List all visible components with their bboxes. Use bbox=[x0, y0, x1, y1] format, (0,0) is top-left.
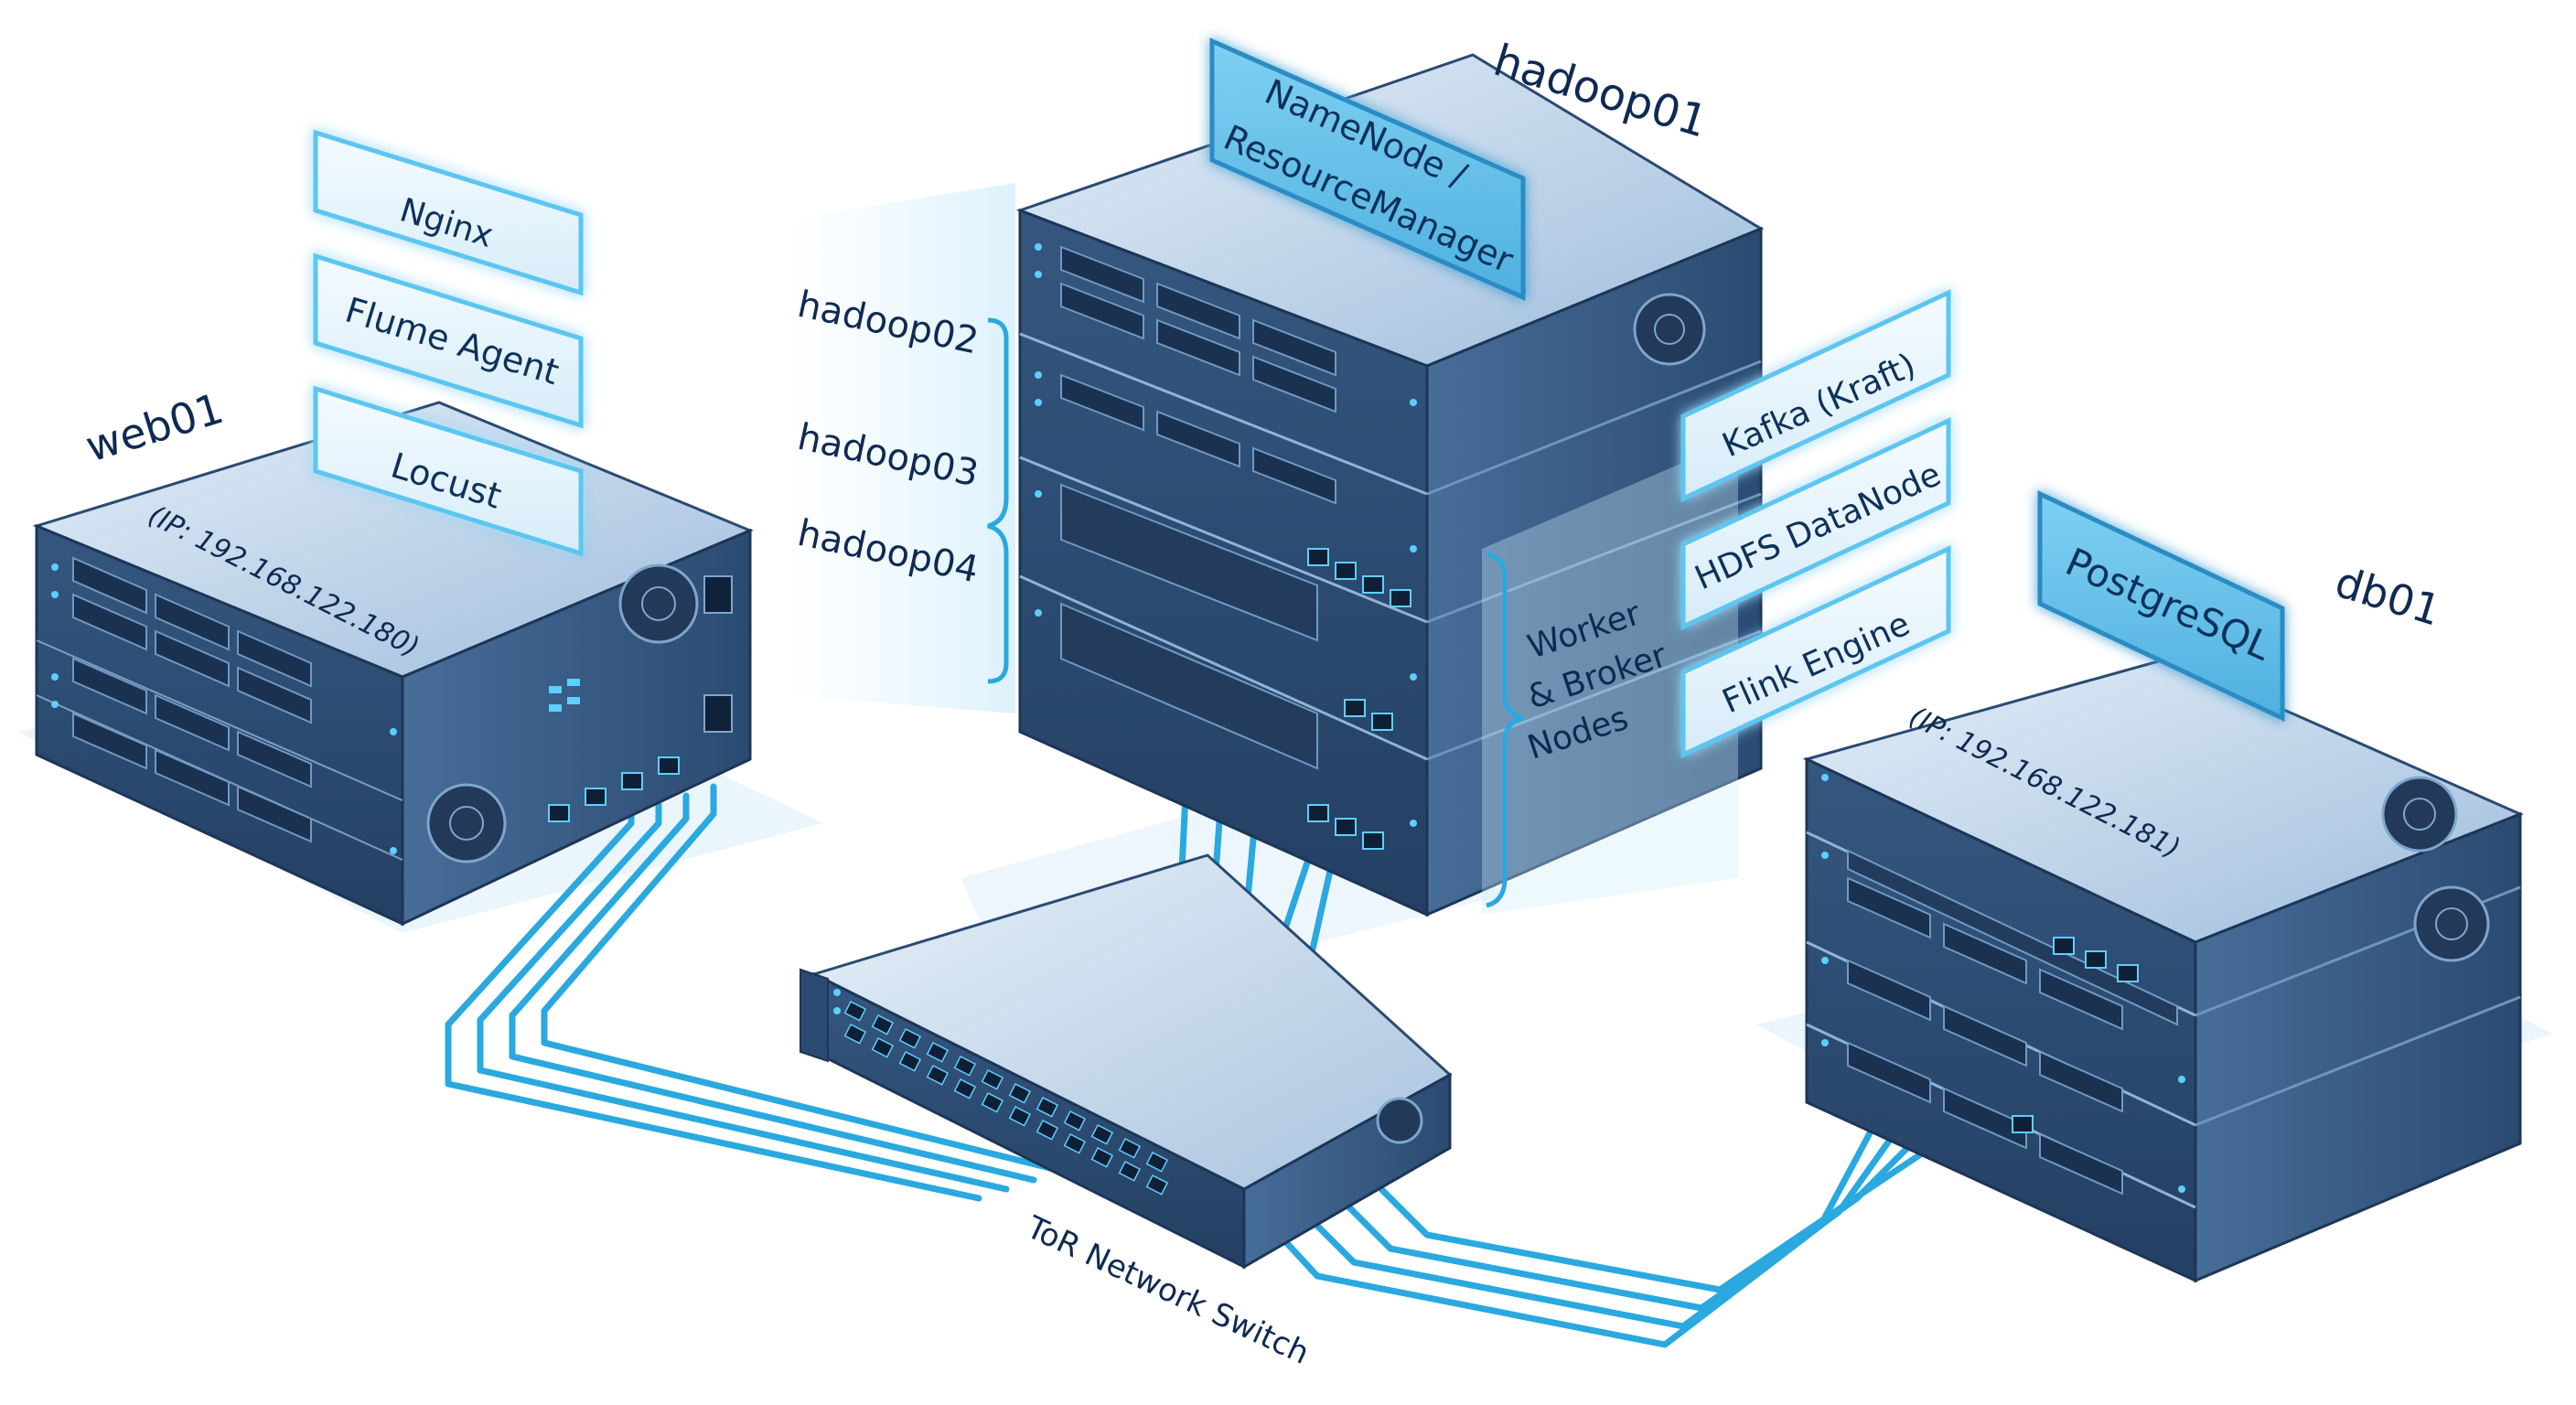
fan-icon bbox=[1633, 293, 1706, 366]
fan-icon bbox=[2381, 776, 2458, 853]
power-socket-icon bbox=[703, 575, 733, 614]
switch-ports bbox=[843, 1000, 1169, 1196]
service-tag-nginx: Nginx bbox=[313, 129, 584, 296]
tor-network-switch bbox=[800, 853, 1453, 1270]
fan-icon bbox=[1376, 1097, 1423, 1144]
fan-icon bbox=[2413, 885, 2490, 962]
server-db01 bbox=[1802, 657, 2524, 1283]
hadoop-service-tags: Kafka (Kraft) HDFS DataNode Flink Engine bbox=[1680, 289, 1951, 758]
ethernet-ports bbox=[548, 756, 680, 822]
web01-hostname: web01 bbox=[80, 383, 229, 472]
ethernet-ports bbox=[2012, 937, 2139, 1133]
ethernet-ports bbox=[1307, 548, 1411, 850]
db01-hostname: db01 bbox=[2330, 557, 2447, 636]
power-socket-icon bbox=[703, 694, 733, 733]
cable-group-db01 bbox=[1259, 1085, 1975, 1348]
web01-service-tags: Nginx Flume Agent Locust bbox=[313, 129, 584, 557]
bracket bbox=[1486, 551, 1524, 908]
fan-icon bbox=[618, 563, 699, 644]
fan-icon bbox=[426, 783, 507, 863]
bracket bbox=[987, 317, 1009, 684]
worker-broker-group: Worker & Broker Nodes bbox=[1482, 439, 1738, 915]
hadoop-label-panel bbox=[787, 183, 1015, 713]
drive-bays bbox=[72, 556, 312, 843]
cable-group-web01 bbox=[445, 783, 1065, 1202]
